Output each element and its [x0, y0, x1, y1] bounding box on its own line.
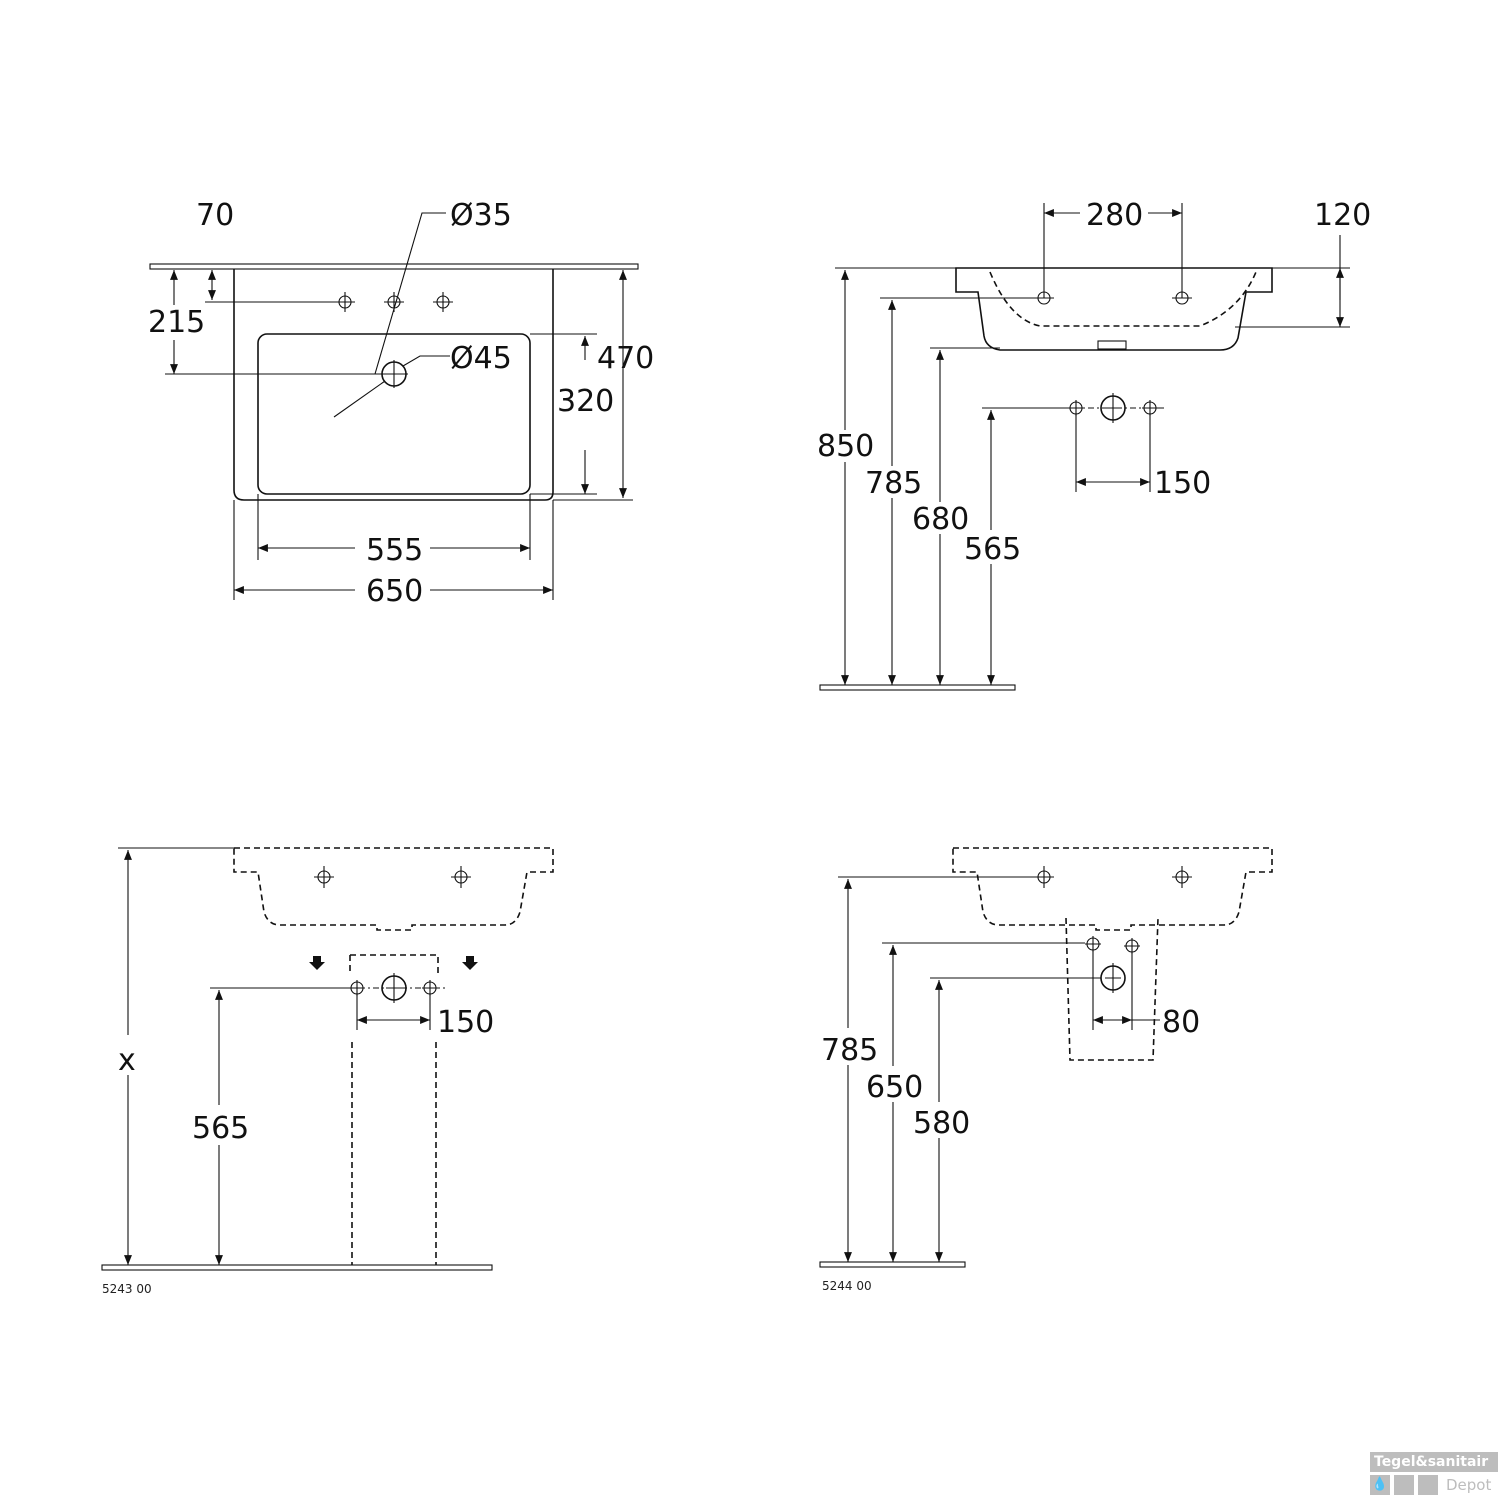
pedestal-view: x 565 150 5243 00 [101, 847, 554, 1296]
dim-bottom-height: 680 [912, 502, 969, 537]
top-view: 70 Ø35 215 Ø45 470 320 555 650 [148, 198, 654, 609]
dim-supply-spacing: 150 [437, 1005, 494, 1040]
dim-tap-hole-height: 785 [865, 466, 922, 501]
dim-variable-height: x [118, 1043, 136, 1078]
watermark-logo: Tegel&sanitair 💧 Depot [1370, 1452, 1498, 1496]
dim-waste-diameter: Ø45 [450, 341, 512, 376]
logo-block [1394, 1475, 1414, 1495]
watermark-brand-top: Tegel&sanitair [1370, 1452, 1498, 1472]
dim-supply-height: 565 [192, 1111, 249, 1146]
dim-total-width: 650 [366, 574, 423, 609]
dim-bowl-width: 555 [366, 533, 423, 568]
dim-tap-hole-diameter: Ø35 [450, 198, 512, 233]
front-view: 280 120 850 785 680 565 150 [817, 198, 1371, 691]
dim-total-depth: 470 [597, 341, 654, 376]
arrow-down-icon [462, 956, 478, 970]
wall-line [149, 263, 639, 270]
logo-block [1418, 1475, 1438, 1495]
dim-rim-height: 120 [1314, 198, 1371, 233]
dim-tap-hole-offset: 70 [196, 198, 234, 233]
dim-bowl-depth: 320 [557, 384, 614, 419]
dim-supply-spacing: 80 [1162, 1005, 1200, 1040]
semi-pedestal-view: 785 650 580 80 5244 00 [819, 847, 1273, 1293]
dim-supply-height: 650 [866, 1070, 923, 1105]
dim-top-height: 850 [817, 429, 874, 464]
watermark-brand-bottom: Depot [1446, 1476, 1492, 1494]
dim-tap-hole-height: 785 [821, 1033, 878, 1068]
article-code: 5243 00 [102, 1282, 152, 1296]
arrow-down-icon [309, 956, 325, 970]
dim-waste-height: 580 [913, 1106, 970, 1141]
article-code: 5244 00 [822, 1279, 872, 1293]
basin-outline [233, 269, 554, 501]
dim-tap-hole-spacing: 280 [1086, 198, 1143, 233]
tap-holes [335, 292, 453, 312]
basin-front-outline [955, 267, 1273, 351]
floor-line [101, 1264, 493, 1271]
dim-supply-spacing: 150 [1154, 466, 1211, 501]
water-drop-icon: 💧 [1370, 1475, 1390, 1495]
floor-line [819, 1261, 966, 1268]
bowl-outline [257, 333, 531, 495]
floor-line [819, 684, 1016, 691]
dim-waste-from-wall: 215 [148, 305, 205, 340]
dim-supply-height: 565 [964, 532, 1021, 567]
